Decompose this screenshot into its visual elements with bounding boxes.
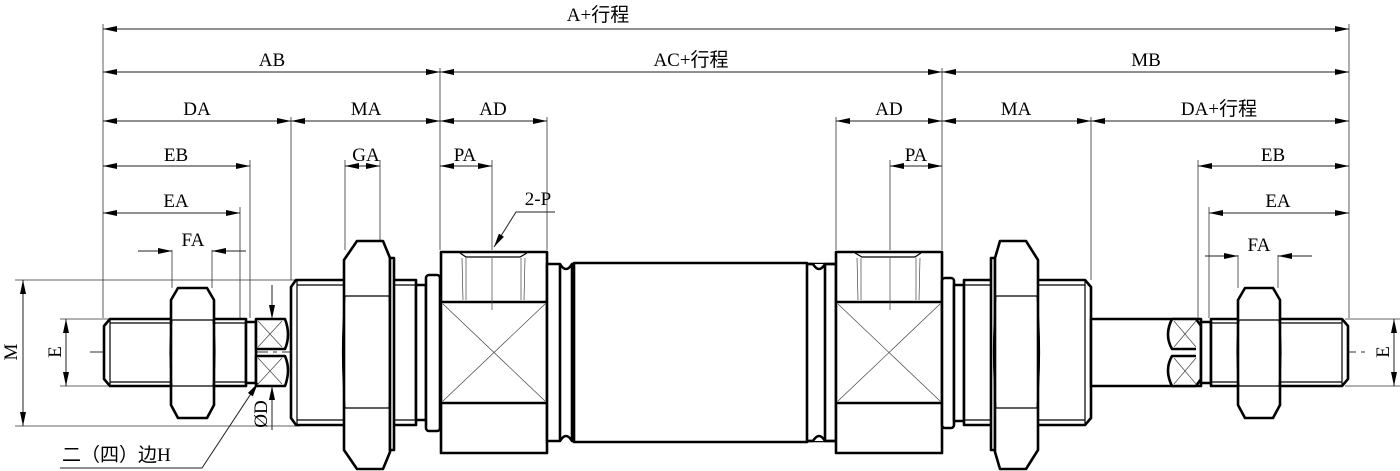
- label-ga: GA: [352, 145, 380, 166]
- label-ad-left: AD: [479, 99, 506, 120]
- right-jam-nut: [1236, 286, 1282, 420]
- label-fa-left: FA: [182, 230, 205, 251]
- right-mount-nut: [989, 239, 1041, 471]
- label-eb-right: EB: [1261, 145, 1285, 166]
- rear-head: [834, 250, 944, 455]
- label-m: M: [1, 343, 22, 360]
- label-pa-right: PA: [905, 145, 928, 166]
- label-ad-right: AD: [875, 99, 902, 120]
- label-ea-left: EA: [163, 191, 189, 212]
- leaders: [60, 211, 555, 469]
- label-ma-left: MA: [351, 99, 382, 120]
- label-overall: A+行程: [567, 4, 629, 26]
- label-e-right: E: [1373, 346, 1394, 358]
- label-pa-left: PA: [454, 145, 477, 166]
- cylinder-barrel: [545, 261, 838, 444]
- label-mb: MB: [1131, 50, 1161, 71]
- port-leader: [493, 211, 555, 248]
- dimension-lines: [15, 26, 1400, 430]
- label-da-right: DA+行程: [1181, 98, 1257, 120]
- label-ab: AB: [259, 50, 285, 71]
- extension-lines: [102, 24, 1350, 318]
- label-e-left: E: [45, 346, 66, 358]
- label-ac: AC+行程: [653, 49, 728, 71]
- label-fa-right: FA: [1248, 235, 1271, 256]
- left-mount-nut: [341, 239, 396, 471]
- label-ea-right: EA: [1265, 191, 1291, 212]
- left-jam-nut: [169, 286, 216, 420]
- label-ma-right: MA: [1001, 99, 1032, 120]
- label-flats-note: 二（四）边H: [62, 444, 171, 466]
- flats-leader: [60, 382, 259, 469]
- label-rod-diameter: ØD: [251, 400, 272, 427]
- right-rod: [1089, 317, 1350, 388]
- front-head: [439, 250, 549, 455]
- label-eb-left: EB: [164, 145, 188, 166]
- label-port: 2-P: [525, 189, 551, 210]
- label-da-left: DA: [183, 99, 211, 120]
- labels: A+行程 AB AC+行程 MB DA MA AD AD MA DA+行程 EB…: [1, 4, 1394, 466]
